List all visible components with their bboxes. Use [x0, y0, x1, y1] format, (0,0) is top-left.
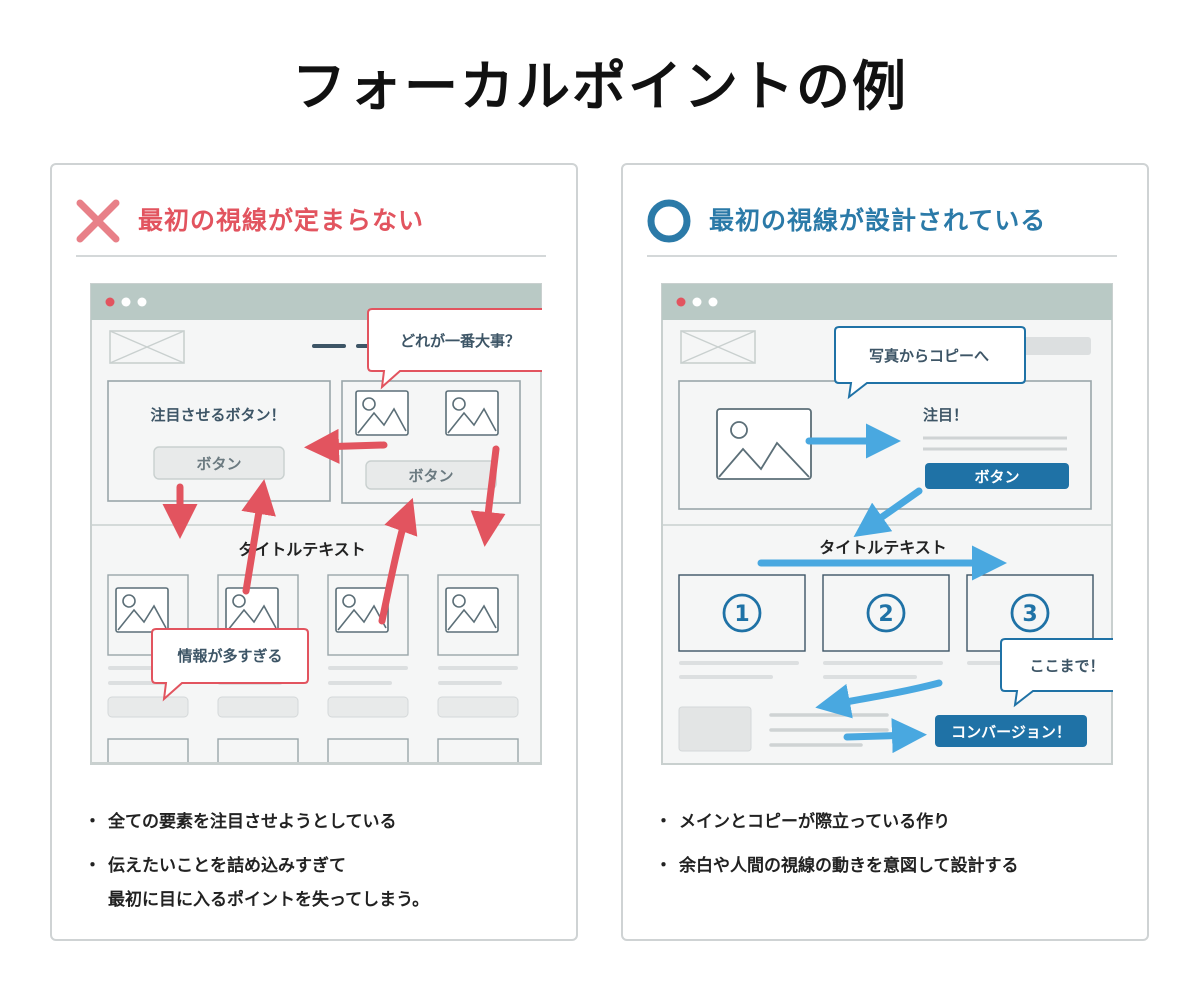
- bullet-item: 伝えたいことを詰め込みすぎて 最初に目に入るポイントを失ってしまう。: [84, 849, 556, 917]
- step-number: 3: [1022, 602, 1037, 627]
- image-placeholder-icon: [335, 587, 389, 633]
- bubble-text: どれが一番大事？: [400, 332, 520, 350]
- footer-image-placeholder: [678, 706, 752, 752]
- bubble-too-much-info: 情報が多すぎる: [151, 628, 309, 702]
- step-number: 1: [734, 602, 749, 627]
- good-bullets: メインとコピーが際立っている作り 余白や人間の視線の動きを意図して設計する: [655, 805, 1127, 893]
- scattered-gaze-arrows: [162, 428, 506, 625]
- browser-dot: [708, 297, 718, 307]
- nav-bar-placeholder: [1021, 337, 1091, 355]
- section-title: タイトルテキスト: [819, 538, 947, 557]
- good-example-heading: 最初の視線が設計されている: [709, 206, 1047, 235]
- image-placeholder-icon: [445, 390, 499, 436]
- side-button-label: ボタン: [408, 467, 453, 485]
- hero-card-heading: 注目！: [923, 406, 968, 424]
- image-placeholder-icon: [115, 587, 169, 633]
- hero-card-heading: 注目させるボタン！: [150, 406, 285, 424]
- bubble-up-to-here: ここまで！: [1000, 638, 1113, 708]
- logo-placeholder: [109, 330, 185, 364]
- good-layout-mockup: 注目！ ボタン タイトルテキスト 1 2 3: [661, 283, 1113, 765]
- bullet-item: 余白や人間の視線の動きを意図して設計する: [655, 849, 1127, 883]
- browser-dot: [137, 297, 147, 307]
- conversion-button-label: コンバージョン！: [951, 723, 1071, 741]
- browser-dot: [692, 297, 702, 307]
- hero-button[interactable]: [925, 463, 1069, 489]
- section-title: タイトルテキスト: [238, 540, 366, 559]
- step-number: 2: [878, 602, 893, 627]
- hero-button-label: ボタン: [974, 468, 1019, 486]
- bubble-text: 情報が多すぎる: [177, 647, 282, 665]
- image-placeholder-icon: [355, 390, 409, 436]
- page-title: フォーカルポイントの例: [292, 55, 908, 118]
- logo-placeholder: [680, 330, 756, 364]
- hero-card: [107, 380, 331, 502]
- cross-icon: [76, 199, 120, 243]
- bad-layout-mockup: 注目させるボタン！ ボタン ボタン タイトルテキスト: [90, 283, 542, 765]
- bubble-photo-to-copy: 写真からコピーへ: [834, 326, 1026, 400]
- hero-image-icon: [716, 408, 812, 480]
- image-placeholder-icon: [445, 587, 499, 633]
- bad-bullets: 全ての要素を注目させようとしている 伝えたいことを詰め込みすぎて 最初に目に入る…: [84, 805, 556, 927]
- image-placeholder-icon: [225, 587, 279, 633]
- browser-dot: [121, 297, 131, 307]
- bullet-item: 全ての要素を注目させようとしている: [84, 805, 556, 839]
- conversion-button[interactable]: [935, 715, 1087, 747]
- bad-example-header: 最初の視線が定まらない: [76, 195, 546, 257]
- bubble-text: ここまで！: [1029, 657, 1104, 675]
- bubble-which-is-important: どれが一番大事？: [367, 308, 542, 390]
- hero-button-label: ボタン: [196, 455, 241, 473]
- bad-example-heading: 最初の視線が定まらない: [138, 206, 425, 235]
- bubble-text: 写真からコピーへ: [869, 347, 989, 365]
- good-example-panel: 最初の視線が設計されている 注目！ ボタン タイトルテキス: [621, 163, 1149, 941]
- browser-dot-red: [105, 297, 115, 307]
- circle-icon: [647, 199, 691, 243]
- bad-example-panel: 最初の視線が定まらない 注目させるボタン！: [50, 163, 578, 941]
- browser-bar: [662, 284, 1112, 320]
- bullet-item: メインとコピーが際立っている作り: [655, 805, 1127, 839]
- hero-button[interactable]: [153, 446, 285, 480]
- good-example-header: 最初の視線が設計されている: [647, 195, 1117, 257]
- browser-dot-red: [676, 297, 686, 307]
- guided-gaze-arrows: [757, 423, 1007, 754]
